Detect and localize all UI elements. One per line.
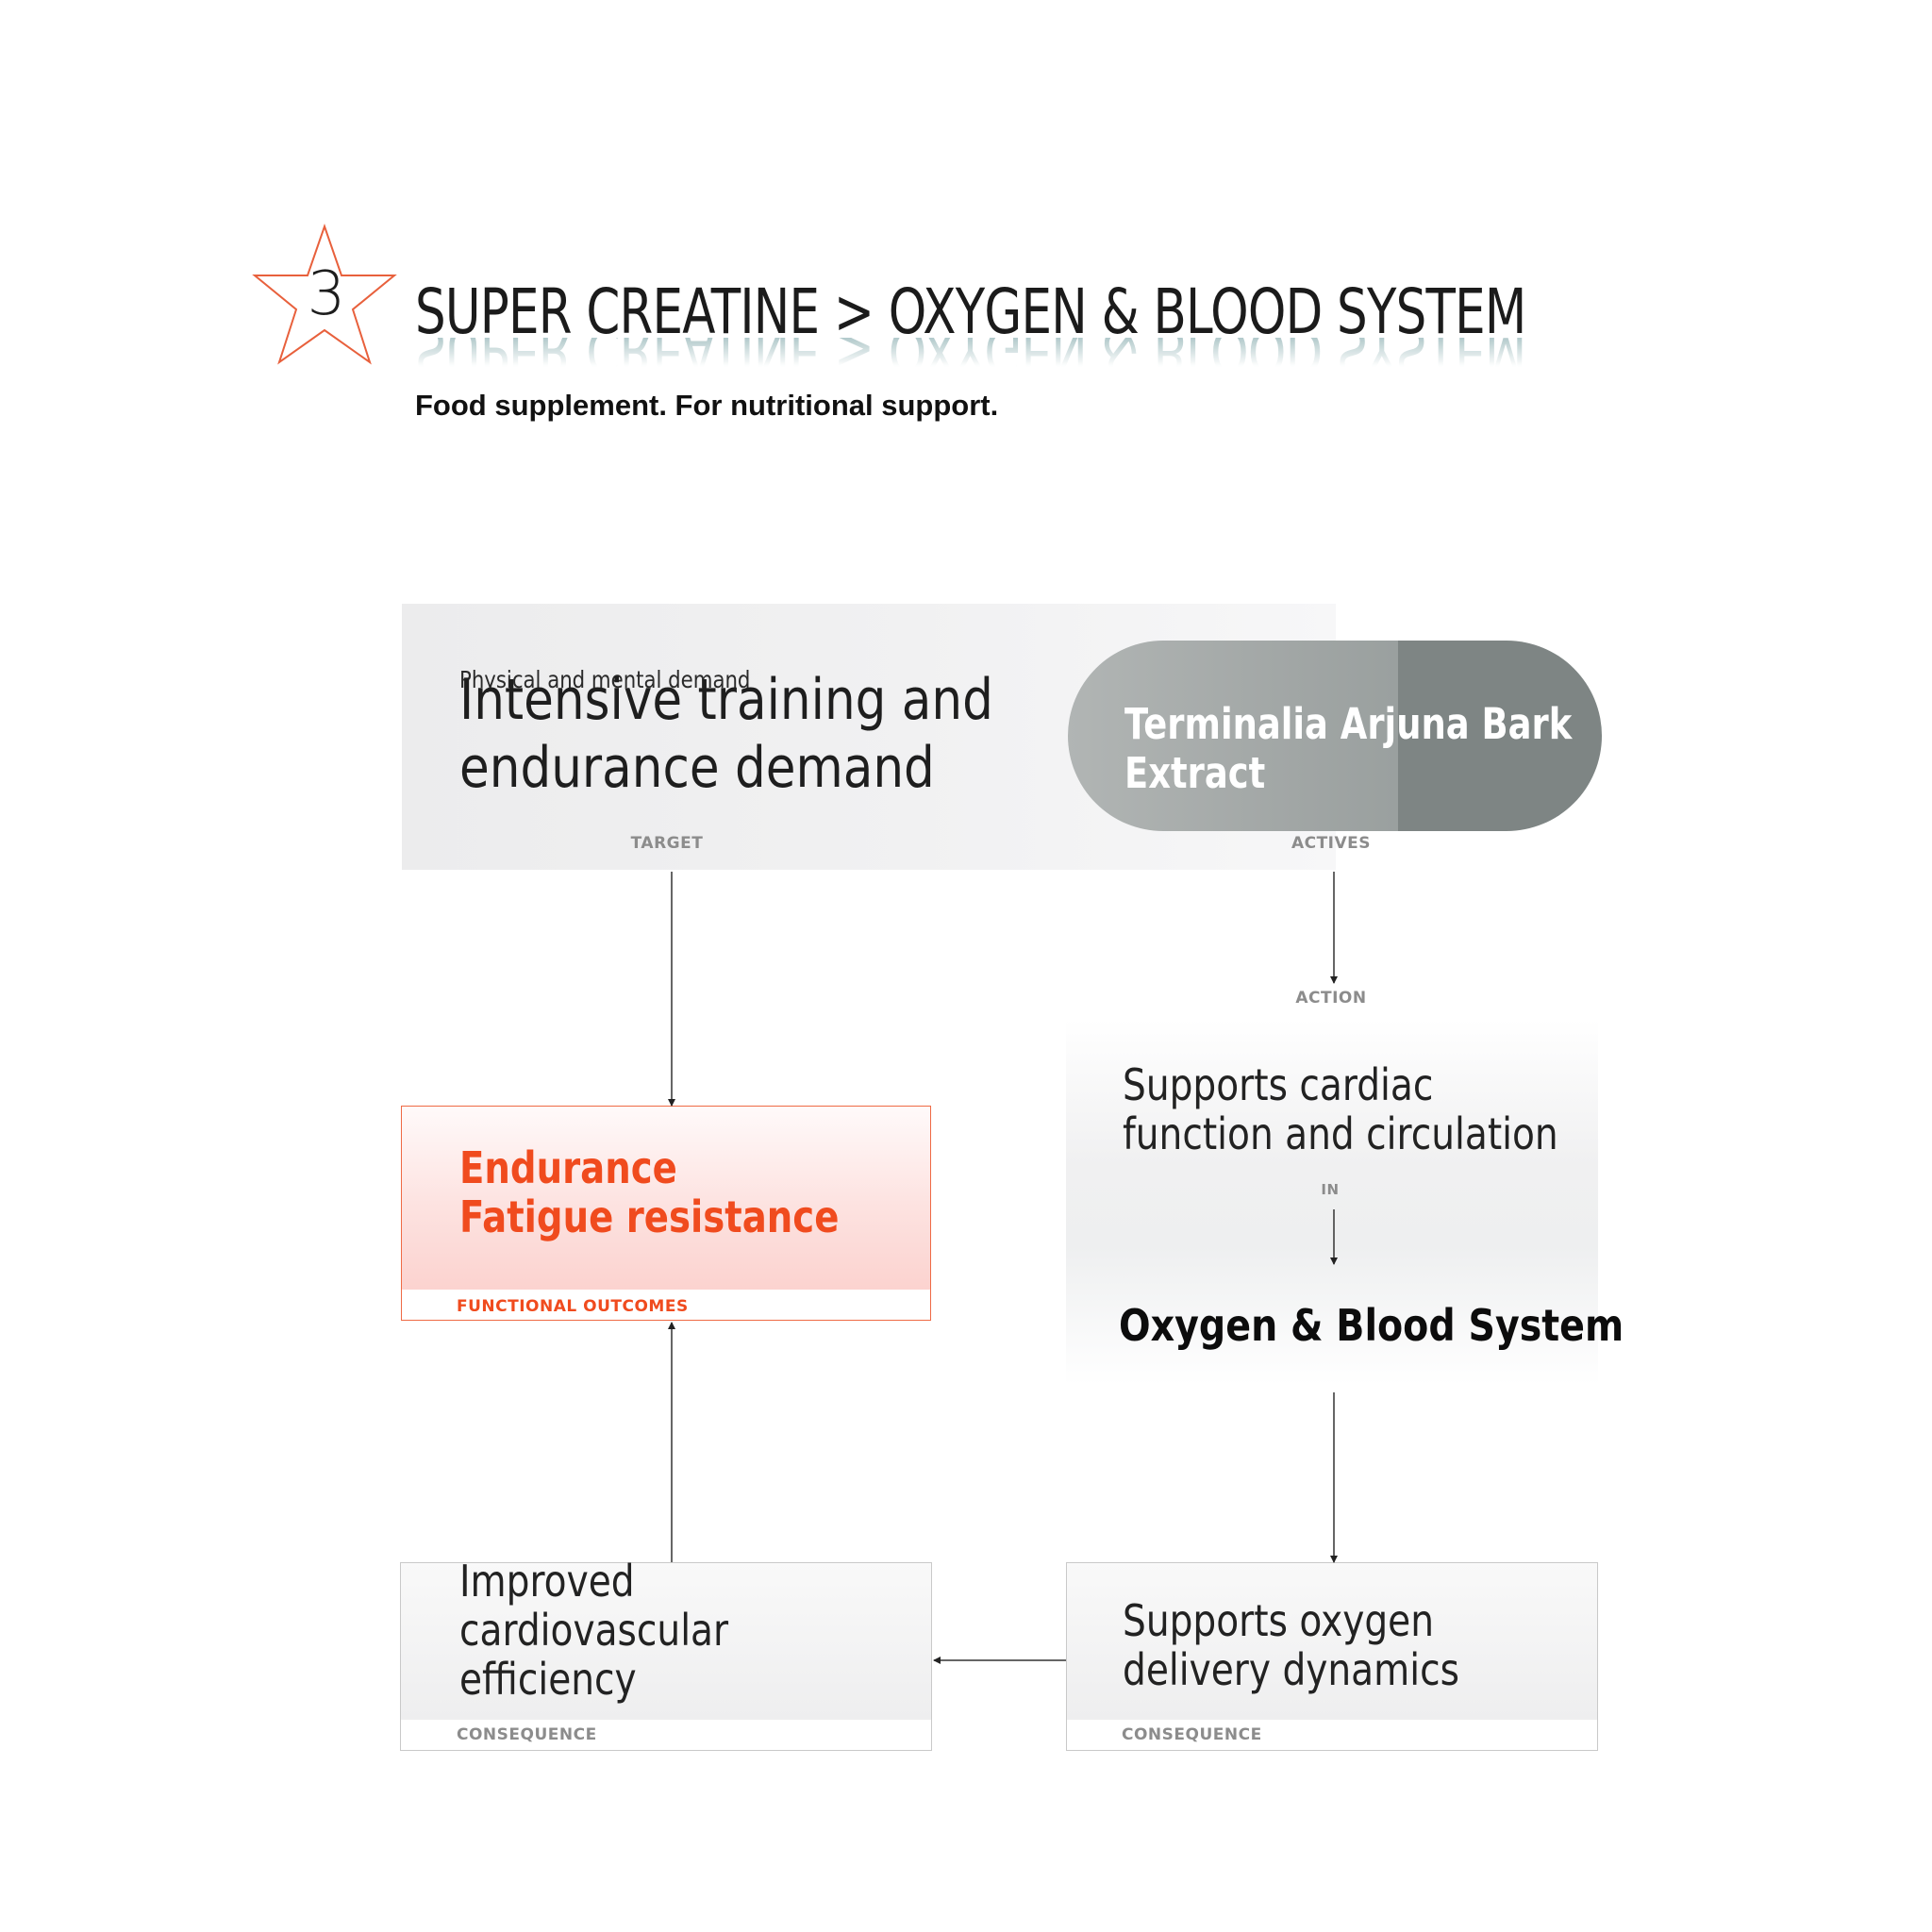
- target-caption: TARGET: [630, 834, 704, 853]
- target-text: Intensive training and endurance demand: [459, 666, 993, 802]
- consequence-right-line2: delivery dynamics: [1123, 1644, 1459, 1695]
- action-panel: [1066, 1019, 1598, 1385]
- action-text-line1: Supports cardiac: [1123, 1059, 1434, 1110]
- page-subtitle: Food supplement. For nutritional support…: [415, 389, 999, 422]
- target-text-line1: Intensive training and: [459, 667, 993, 733]
- action-text: Supports cardiac function and circulatio…: [1123, 1060, 1558, 1158]
- page-title: SUPER CREATINE > OXYGEN & BLOOD SYSTEM: [415, 275, 1526, 348]
- actives-text-line2: Extract: [1124, 748, 1266, 798]
- outcome-footer: [402, 1290, 930, 1320]
- target-text-line2: endurance demand: [459, 735, 935, 801]
- action-caption: ACTION: [1295, 989, 1367, 1008]
- in-caption: IN: [1321, 1181, 1340, 1198]
- step-number: 3: [307, 259, 346, 329]
- consequence-right-panel: [1066, 1562, 1598, 1751]
- outcome-text-line1: Endurance: [459, 1142, 677, 1193]
- consequence-left-line3: efficiency: [459, 1654, 637, 1705]
- outcome-caption: FUNCTIONAL OUTCOMES: [457, 1297, 689, 1316]
- actives-caption: ACTIVES: [1291, 834, 1372, 853]
- consequence-right-text: Supports oxygen delivery dynamics: [1123, 1596, 1459, 1694]
- consequence-left-line2: cardiovascular: [459, 1605, 729, 1656]
- consequence-right-line1: Supports oxygen: [1123, 1595, 1435, 1646]
- actives-text-line1: Terminalia Arjuna Bark: [1124, 699, 1573, 749]
- consequence-right-footer: [1067, 1720, 1597, 1750]
- star-outline-icon: [252, 223, 397, 365]
- consequence-left-text: Improved cardiovascular efficiency: [459, 1557, 728, 1704]
- consequence-right-caption: CONSEQUENCE: [1122, 1725, 1262, 1744]
- actives-text: Terminalia Arjuna Bark Extract: [1124, 700, 1572, 798]
- target-label: Physical and mental demand: [459, 666, 751, 693]
- system-name: Oxygen & Blood System: [1119, 1300, 1624, 1351]
- consequence-left-caption: CONSEQUENCE: [457, 1725, 597, 1744]
- outcome-text-line2: Fatigue resistance: [459, 1191, 840, 1242]
- consequence-left-footer: [401, 1720, 931, 1750]
- outcome-panel: [401, 1106, 931, 1321]
- action-text-line2: function and circulation: [1123, 1108, 1558, 1159]
- actives-pill: [1068, 641, 1602, 831]
- consequence-left-panel: [400, 1562, 932, 1751]
- consequence-left-line1: Improved: [459, 1556, 635, 1607]
- outcome-text: Endurance Fatigue resistance: [459, 1143, 839, 1241]
